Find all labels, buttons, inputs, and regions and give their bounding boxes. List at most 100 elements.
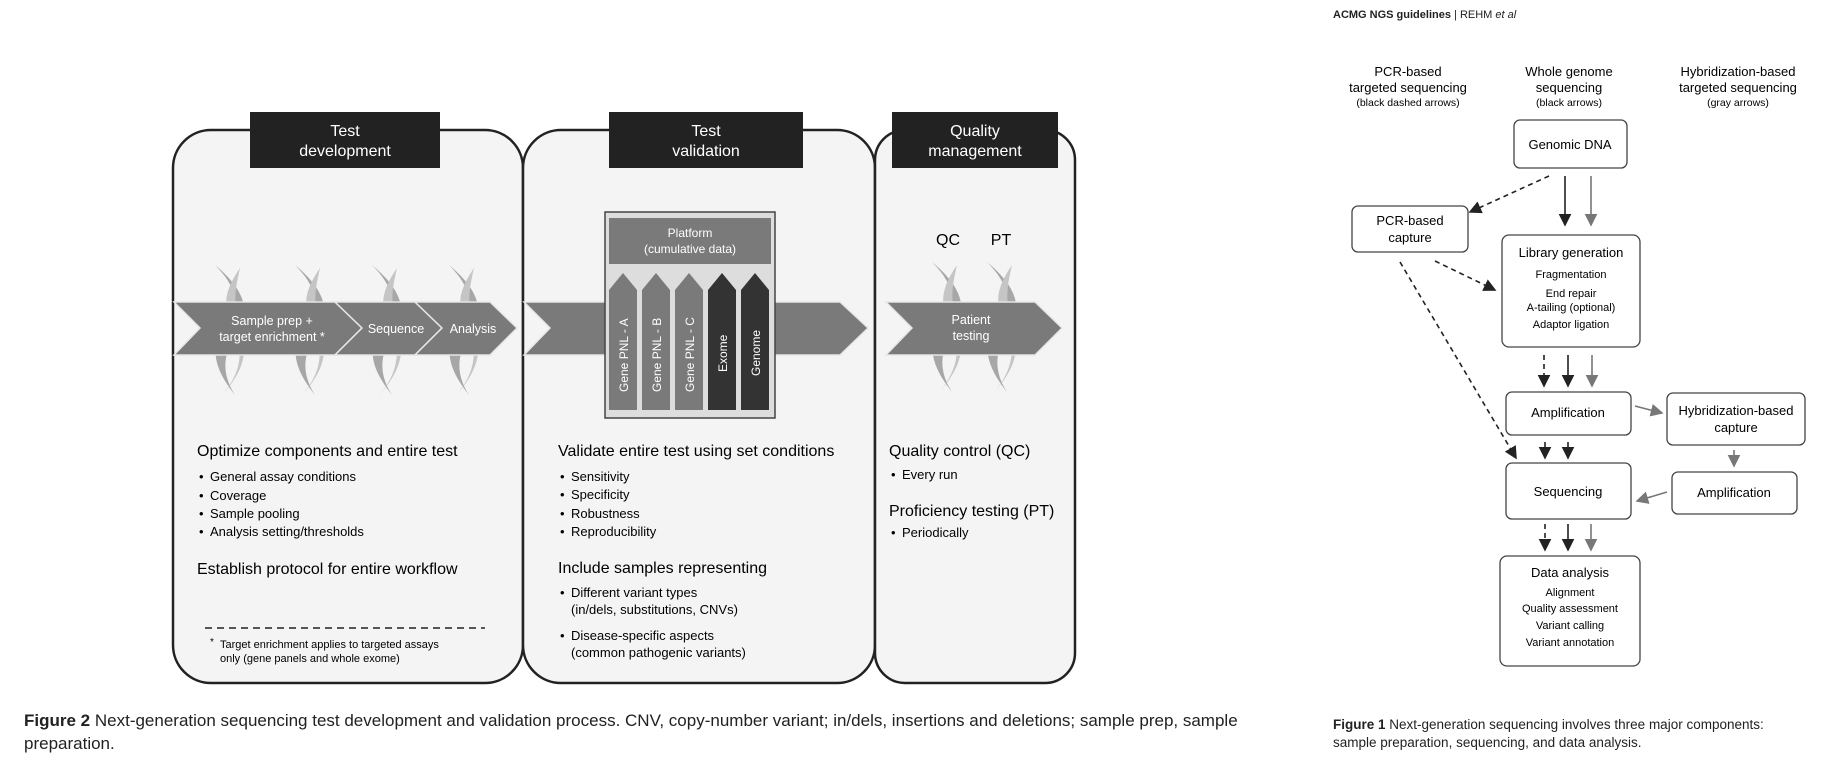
phase-title-3b: management — [928, 143, 1022, 160]
val-bullet-2a-1: Different variant types — [571, 585, 698, 600]
dev-bullet: General assay conditions — [210, 469, 356, 484]
qm-bullet-2: Periodically — [902, 525, 969, 540]
running-header-title: ACMG NGS guidelines — [1333, 9, 1451, 21]
hyb-capture-line1: Hybridization-based — [1679, 403, 1794, 418]
figure-2-caption-label: Figure 2 — [24, 711, 91, 730]
platform-column-label: Gene PNL - B — [650, 318, 664, 392]
val-bullet-marker: • — [560, 524, 565, 539]
phase-title-3a: Quality — [950, 123, 1000, 140]
library-title: Library generation — [1519, 245, 1624, 260]
sequencing-label: Sequencing — [1534, 484, 1603, 499]
workflow-arrow-quality — [884, 301, 1064, 356]
dev-bullet-marker: • — [199, 524, 204, 539]
data-step: Quality assessment — [1522, 603, 1618, 615]
phase-title-1a: Test — [330, 123, 360, 140]
platform-column-gene-pnl-b — [642, 273, 670, 410]
step-analysis: Analysis — [450, 322, 497, 336]
title-box-quality-management — [892, 112, 1058, 168]
arrow-pcr-to-library-dashed — [1434, 260, 1497, 291]
platform-column-label: Gene PNL - C — [683, 317, 697, 392]
platform-column-label: Genome — [749, 330, 763, 376]
running-header-authors: REHM — [1459, 9, 1493, 21]
qm-bullet-marker: • — [891, 467, 896, 482]
val-bullet-marker: • — [560, 487, 565, 502]
box-library-generation — [1501, 234, 1641, 348]
col-pcr-line1: PCR-based — [1374, 64, 1441, 79]
phase-title-1b: development — [299, 143, 391, 160]
figure-2-caption-text: Next-generation sequencing test developm… — [24, 711, 1238, 753]
figure-2-caption: Figure 2 Next-generation sequencing test… — [24, 709, 1254, 755]
footnote-line-1: Target enrichment applies to targeted as… — [220, 639, 439, 651]
running-header: ACMG NGS guidelines | REHM et al — [1333, 9, 1516, 21]
platform-column-label: Gene PNL - A — [617, 318, 631, 392]
col-pcr-line2: targeted sequencing — [1349, 80, 1467, 95]
panel-quality-management — [873, 128, 1077, 685]
val-bullet: Specificity — [571, 487, 630, 502]
phase-title-2a: Test — [691, 123, 721, 140]
val-bullet-marker: • — [560, 628, 565, 643]
pcr-capture-line2: capture — [1388, 230, 1431, 245]
platform-header — [609, 218, 771, 264]
platform-column-gene-pnl-a — [609, 273, 637, 410]
box-sequencing — [1505, 462, 1632, 520]
step-patient-testing-1: Patient — [952, 313, 991, 327]
phase-title-2b: validation — [672, 143, 740, 160]
footnote-line-2: only (gene panels and whole exome) — [220, 653, 400, 665]
footnote-asterisk: * — [210, 637, 214, 648]
pt-label: PT — [991, 232, 1012, 249]
val-bullet: Sensitivity — [571, 469, 630, 484]
figure-2-diagram: Test development Test validation Quality… — [171, 112, 1077, 685]
amplification-label: Amplification — [1531, 405, 1605, 420]
val-bullet: Robustness — [571, 506, 640, 521]
dev-bullet-marker: • — [199, 469, 204, 484]
box-amplification — [1505, 391, 1632, 436]
val-bullet-marker: • — [560, 585, 565, 600]
dev-bullet-marker: • — [199, 488, 204, 503]
val-bullet-marker: • — [560, 506, 565, 521]
title-box-test-development — [250, 112, 440, 168]
qm-heading-1: Quality control (QC) — [889, 443, 1030, 460]
step-sample-prep-1: Sample prep + — [231, 314, 313, 328]
dev-bullet: Sample pooling — [210, 506, 300, 521]
title-box-test-validation — [609, 112, 803, 168]
col-hyb-line3: (gray arrows) — [1707, 97, 1769, 109]
dev-bullet-marker: • — [199, 506, 204, 521]
library-step: Adaptor ligation — [1533, 319, 1609, 331]
data-step: Alignment — [1546, 587, 1595, 599]
col-wgs-line3: (black arrows) — [1536, 97, 1602, 109]
dev-heading-2: Establish protocol for entire workflow — [197, 561, 458, 578]
data-step: Variant annotation — [1526, 637, 1614, 649]
platform-column-label: Exome — [716, 334, 730, 372]
box-hyb-amplification — [1671, 471, 1798, 515]
step-sample-prep-2: target enrichment * — [219, 330, 325, 344]
arrow-pcr-to-sequencing-dashed — [1399, 261, 1517, 460]
library-step: Fragmentation — [1536, 269, 1607, 281]
dev-bullet: Analysis setting/thresholds — [210, 524, 364, 539]
figure-1-caption-label: Figure 1 — [1333, 717, 1386, 732]
workflow-arrow-development — [172, 301, 519, 356]
arrow-dna-to-pcr-dashed — [1468, 175, 1550, 214]
library-step: A-tailing (optional) — [1527, 302, 1616, 314]
pcr-capture-line1: PCR-based — [1376, 213, 1443, 228]
genomic-dna-label: Genomic DNA — [1528, 137, 1611, 152]
val-heading-2: Include samples representing — [558, 560, 767, 577]
running-header-separator: | — [1454, 9, 1457, 21]
dev-bullet: Coverage — [210, 488, 266, 503]
col-hyb-line1: Hybridization-based — [1681, 64, 1796, 79]
platform-column-genome — [741, 273, 769, 410]
val-bullet-2b-2: (common pathogenic variants) — [571, 645, 746, 660]
hyb-capture-line2: capture — [1714, 420, 1757, 435]
qc-label: QC — [936, 232, 960, 249]
box-pcr-capture — [1351, 205, 1469, 253]
qm-bullet-1: Every run — [902, 467, 958, 482]
running-header-etal: et al — [1495, 9, 1517, 21]
col-hyb-line2: targeted sequencing — [1679, 80, 1797, 95]
platform-title-2: (cumulative data) — [644, 242, 736, 256]
figure-1-flowchart: PCR-based targeted sequencing (black das… — [1349, 64, 1806, 667]
data-step: Variant calling — [1536, 620, 1604, 632]
arrow-hybamp-to-seq-gray — [1635, 491, 1668, 504]
platform-column-exome — [708, 273, 736, 410]
val-bullet-marker: • — [560, 469, 565, 484]
data-title: Data analysis — [1531, 565, 1610, 580]
step-patient-testing-2: testing — [953, 329, 990, 343]
